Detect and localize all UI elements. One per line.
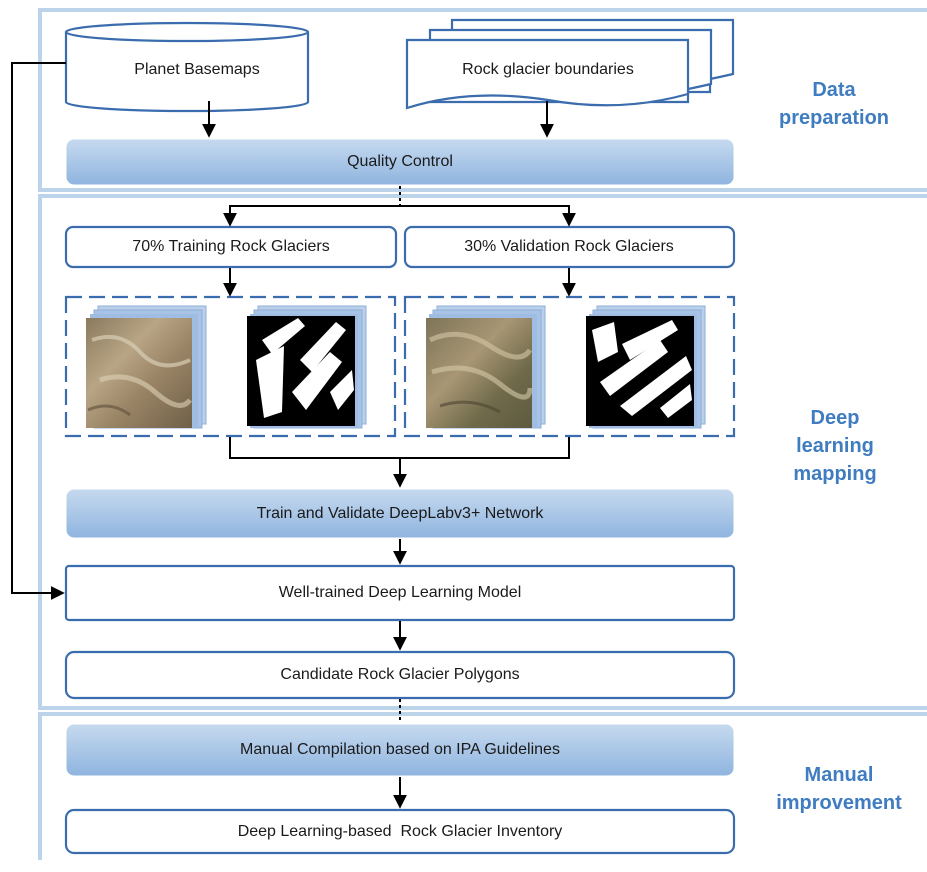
manual-improvement-frame [38, 712, 927, 860]
section-label-line: preparation [778, 107, 890, 129]
connectors [11, 62, 576, 809]
candidate-label: Candidate Rock Glacier Polygons [280, 666, 520, 683]
training-mask-stack [247, 305, 367, 429]
quality-control-node [65, 138, 735, 186]
arrow-basemaps-to-model [11, 62, 66, 600]
section-label-line: Deep [810, 407, 860, 429]
validation-label: 30% Validation Rock Glaciers [464, 238, 674, 255]
section-label-line: mapping [793, 463, 877, 485]
section-label-line: Data [812, 79, 856, 101]
split-connector [229, 205, 570, 223]
well-trained-label: Well-trained Deep Learning Model [278, 584, 522, 601]
validation-node [403, 225, 736, 269]
rock-glacier-boundaries-node [405, 18, 735, 110]
train-validate-label: Train and Validate DeepLabv3+ Network [256, 505, 544, 522]
section-label-line: Manual [804, 764, 874, 786]
section-label-data-preparation: Data preparation [779, 76, 889, 132]
rock-glacier-boundaries-label: Rock glacier boundaries [462, 61, 634, 78]
section-label-deep-learning: Deep learning mapping [793, 404, 876, 488]
training-samples-group [64, 295, 397, 438]
section-frames [38, 8, 927, 860]
validation-image-stack [426, 305, 546, 429]
validation-samples-group [403, 295, 736, 438]
planet-basemaps-node [64, 21, 310, 113]
section-label-line: learning [796, 435, 874, 457]
inventory-label: Deep Learning-based Rock Glacier Invento… [237, 823, 563, 840]
manual-compilation-node [65, 723, 735, 777]
deep-learning-frame [38, 194, 927, 710]
validation-mask-stack [586, 305, 706, 429]
planet-basemaps-label: Planet Basemaps [134, 61, 260, 78]
training-node [64, 225, 398, 269]
well-trained-node [64, 564, 736, 622]
manual-compilation-label: Manual Compilation based on IPA Guidelin… [240, 741, 560, 758]
section-label-line: improvement [776, 792, 902, 814]
inventory-node [64, 808, 736, 855]
training-label: 70% Training Rock Glaciers [132, 238, 330, 255]
merge-connector [229, 437, 570, 459]
data-preparation-frame [38, 8, 927, 192]
section-label-manual-improvement: Manual improvement [776, 761, 902, 817]
train-validate-node [65, 488, 735, 539]
candidate-node [64, 650, 736, 700]
training-image-stack [86, 305, 207, 429]
quality-control-label: Quality Control [347, 153, 453, 170]
